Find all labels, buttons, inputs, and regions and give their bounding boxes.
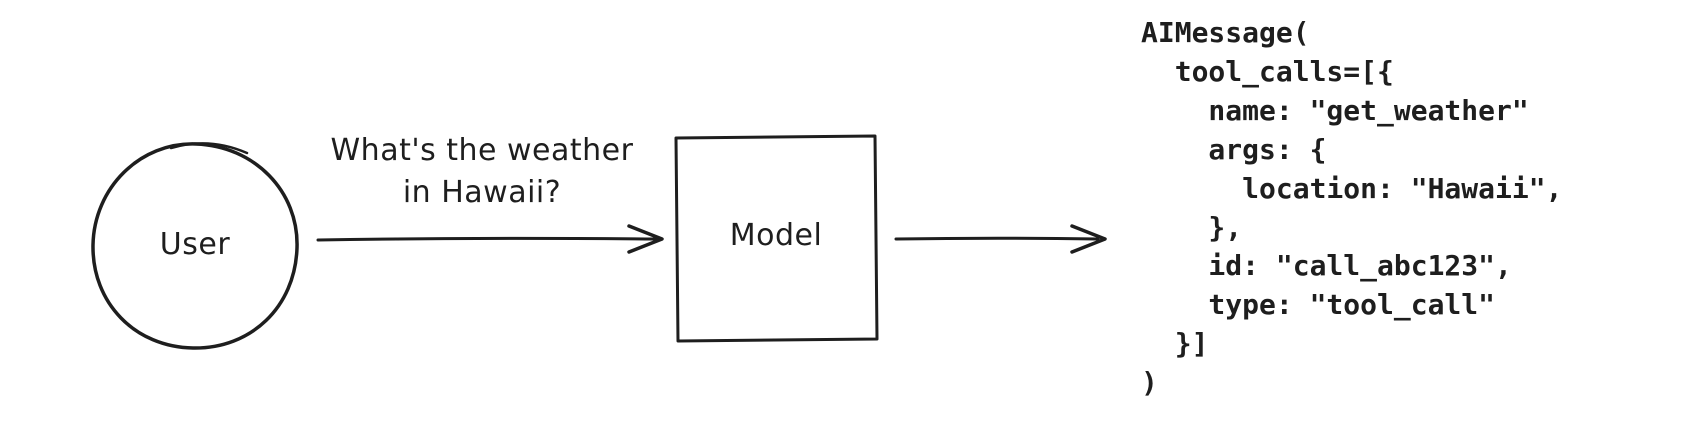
user-circle-shape <box>91 142 299 350</box>
code-line: id: "call_abc123", <box>1141 249 1512 283</box>
code-line: }, <box>1141 210 1243 244</box>
code-line: ) <box>1141 366 1158 400</box>
response-arrowhead <box>1070 224 1107 254</box>
code-line: }] <box>1141 327 1209 361</box>
code-line: AIMessage( <box>1141 16 1310 49</box>
code-line: location: "Hawaii", <box>1141 171 1563 205</box>
code-line: name: "get_weather" <box>1141 93 1529 127</box>
code-line: args: { <box>1141 132 1327 166</box>
request-arrowhead <box>627 224 664 254</box>
code-line: tool_calls=[{ <box>1141 54 1394 88</box>
user-circle-overdraw <box>169 142 249 155</box>
ai-message-code-block: AIMessage( tool_calls=[{ name: "get_weat… <box>1141 14 1562 403</box>
user-label: User <box>159 227 231 262</box>
request-message-label: What's the weather in Hawaii? <box>330 133 634 210</box>
model-label: Model <box>729 218 823 253</box>
request-arrow-line <box>316 236 658 242</box>
response-arrow-line <box>894 236 1100 241</box>
model-box-shape <box>674 134 879 343</box>
code-line: type: "tool_call" <box>1141 288 1496 322</box>
